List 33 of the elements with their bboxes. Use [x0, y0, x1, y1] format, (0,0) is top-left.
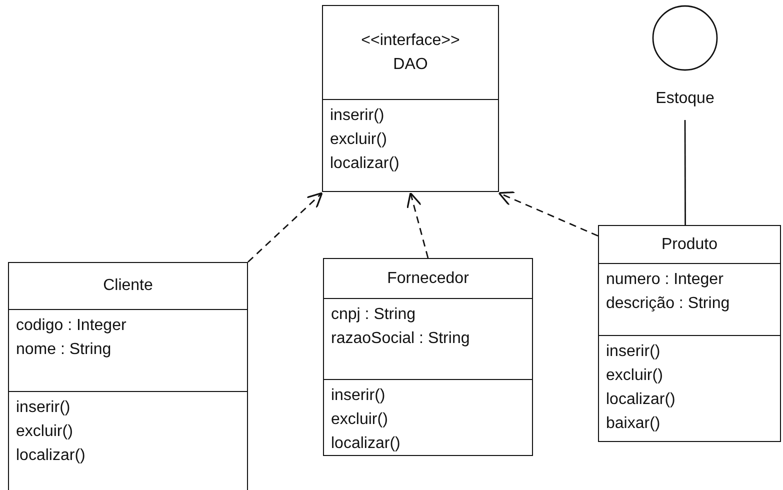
realization-arrow — [248, 192, 323, 263]
method-label: localizar() — [330, 154, 400, 174]
attribute-label: descrição : String — [606, 294, 731, 314]
method-label: excluir() — [331, 410, 389, 430]
realization-arrow — [498, 191, 598, 237]
method-label: localizar() — [331, 434, 402, 454]
class-name: Produto — [661, 234, 718, 254]
realization-arrow — [406, 192, 429, 258]
attribute-label: cnpj : String — [331, 305, 416, 325]
method-label: excluir() — [606, 366, 664, 386]
class-name: Fornecedor — [387, 268, 469, 288]
method-label: localizar() — [606, 390, 676, 410]
method-label: localizar() — [16, 446, 86, 466]
uml-class-box — [323, 258, 533, 456]
method-label: inserir() — [330, 106, 386, 126]
method-label: inserir() — [16, 398, 72, 418]
method-label: excluir() — [16, 422, 74, 442]
class-name: DAO — [393, 54, 428, 74]
association-line — [684, 120, 686, 225]
method-label: inserir() — [331, 386, 386, 406]
class-name: Cliente — [103, 276, 153, 296]
uml-class-box — [8, 262, 248, 490]
attribute-label: razaoSocial : String — [331, 329, 471, 349]
method-label: inserir() — [606, 342, 662, 362]
attribute-label: numero : Integer — [606, 270, 724, 290]
uml-class-box — [598, 225, 781, 442]
method-label: baixar() — [606, 414, 662, 434]
uml-class-box — [322, 5, 499, 192]
interface-name: Estoque — [656, 89, 714, 109]
attribute-label: nome : String — [16, 340, 112, 360]
method-label: excluir() — [330, 130, 388, 150]
attribute-label: codigo : Integer — [16, 316, 128, 336]
stereotype-label: <<interface>> — [361, 30, 460, 50]
